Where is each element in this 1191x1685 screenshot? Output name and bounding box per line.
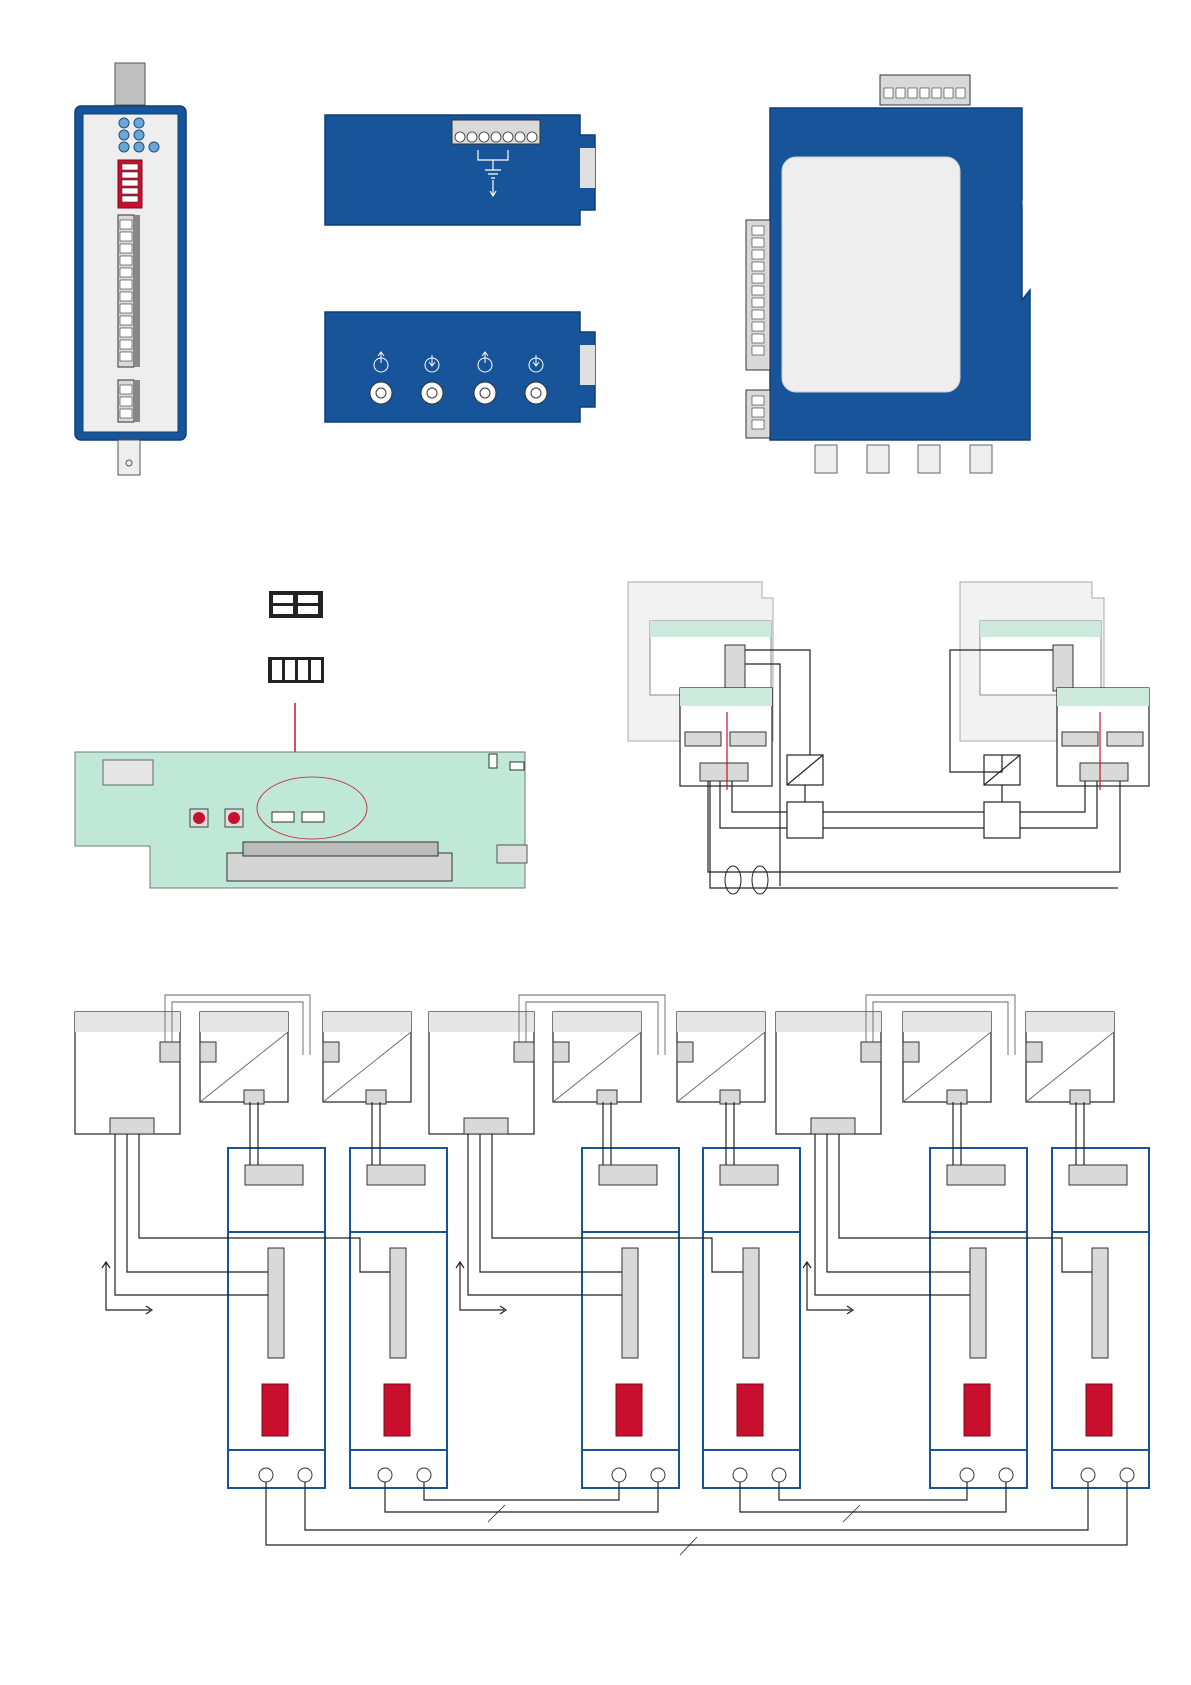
ring-diagram — [75, 995, 1149, 1555]
terminal-strip-aux — [118, 380, 140, 422]
rotary-switch-1[interactable] — [190, 809, 208, 827]
terminal-strip-main — [118, 215, 140, 367]
top-view-module — [325, 115, 595, 225]
bottom-view-module — [325, 312, 595, 422]
ring-module — [582, 1148, 679, 1488]
dip-switch[interactable] — [118, 160, 142, 208]
ring-module — [1052, 1148, 1149, 1488]
din-clips — [815, 445, 992, 473]
jumper-1x4 — [268, 657, 324, 683]
ring-module — [703, 1148, 800, 1488]
side-view-module — [746, 75, 1035, 473]
terminal-block-top — [452, 120, 540, 144]
ring-module — [350, 1148, 447, 1488]
jumper-2x2 — [269, 591, 323, 618]
side-terminal-column — [746, 220, 770, 438]
link-diagram — [628, 582, 1149, 894]
ring-module — [930, 1148, 1027, 1488]
rotary-switch-2[interactable] — [225, 809, 243, 827]
jumper-detail — [75, 591, 527, 888]
front-view-module — [75, 63, 186, 475]
ring-module — [228, 1148, 325, 1488]
